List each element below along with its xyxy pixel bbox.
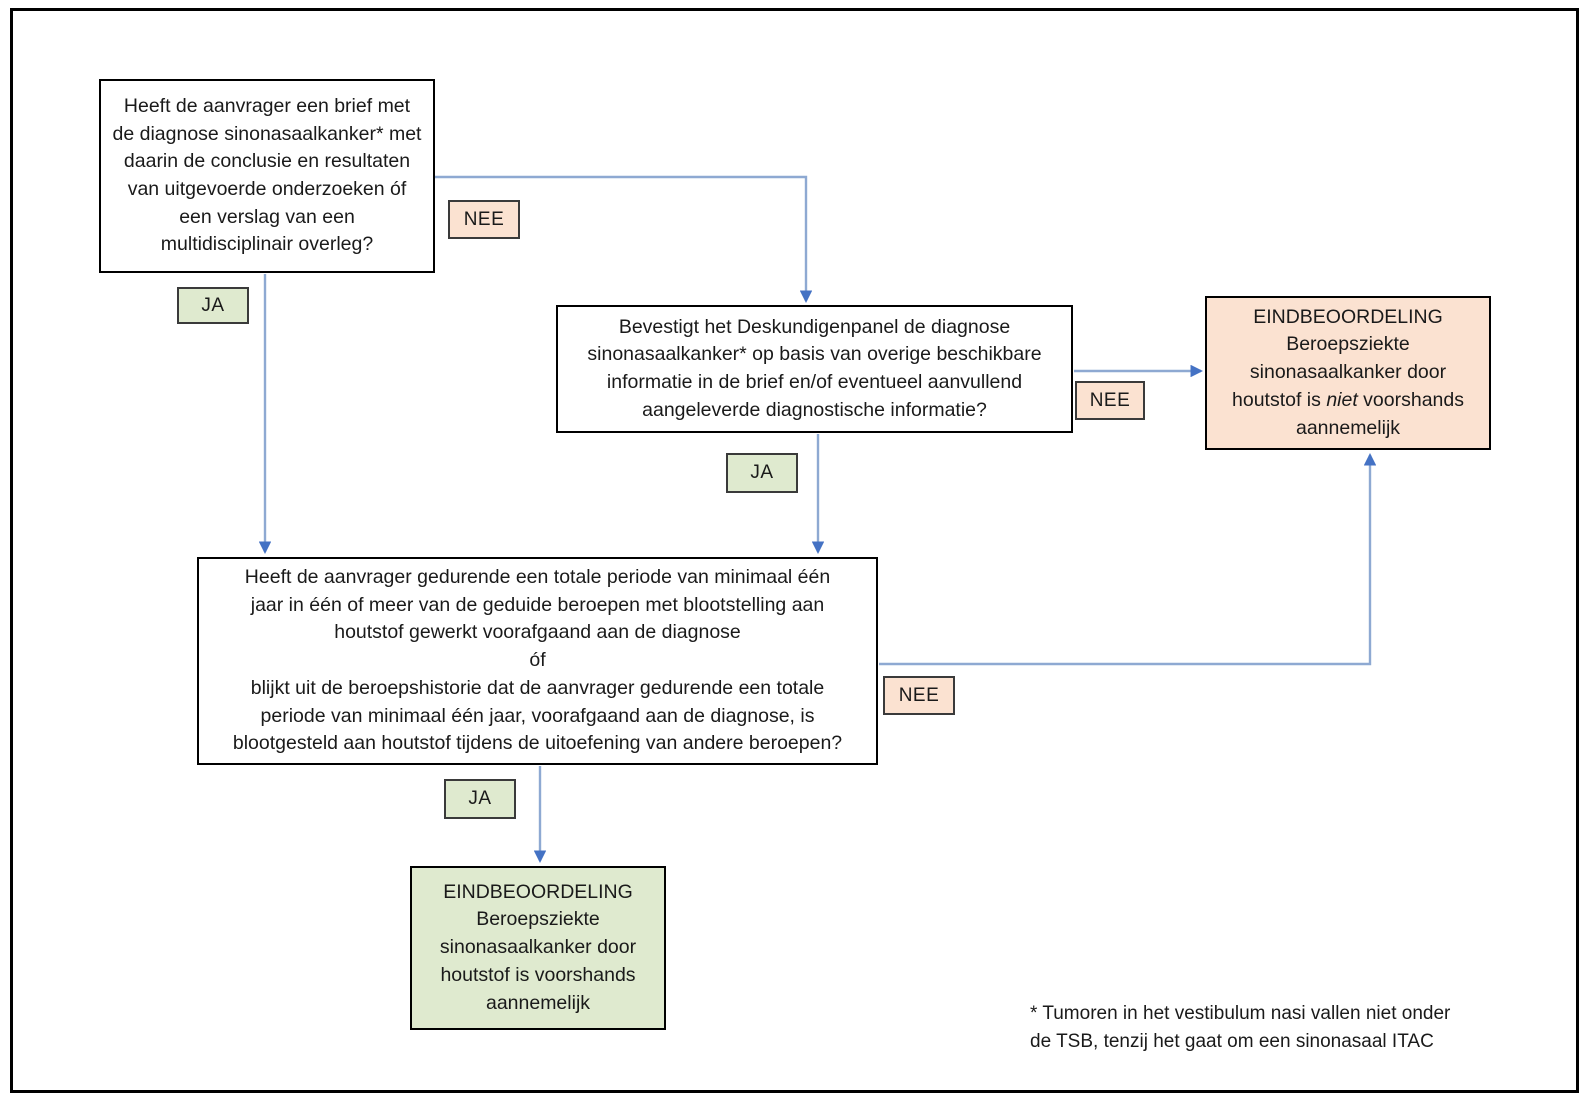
node-question-letter-diagnosis-text: Heeft de aanvrager een brief met de diag… [112, 94, 422, 256]
edge-label-q3-yes: JA [444, 779, 516, 819]
edge-label-q2-no: NEE [1075, 381, 1145, 420]
q3-line-5: blijkt uit de beroepshistorie dat de aan… [250, 676, 825, 699]
node-outcome-not-plausible[interactable]: EINDBEOORDELING Beroepsziekte sinonasaal… [1205, 296, 1491, 450]
footnote: * Tumoren in het vestibulum nasi vallen … [1030, 1000, 1500, 1055]
q3-line-1: Heeft de aanvrager gedurende een totale … [244, 566, 831, 589]
edge-label-q1-no: NEE [448, 200, 520, 239]
q3-line-7: blootgesteld aan houtstof tijdens de uit… [232, 732, 843, 755]
node-question-expert-panel-text: Bevestigt het Deskundigenpanel de diagno… [587, 315, 1042, 421]
footnote-line-1: * Tumoren in het vestibulum nasi vallen … [1030, 1003, 1451, 1024]
node-question-letter-diagnosis[interactable]: Heeft de aanvrager een brief met de diag… [99, 79, 435, 273]
node-outcome-plausible[interactable]: EINDBEOORDELING Beroepsziekte sinonasaal… [410, 866, 666, 1030]
outcome-negative-line-3: sinonasaalkanker door [1249, 361, 1447, 384]
q3-line-6: periode van minimaal één jaar, voorafgaa… [260, 704, 815, 727]
node-outcome-plausible-text: EINDBEOORDELING Beroepsziekte sinonasaal… [412, 879, 664, 1017]
edge-label-q1-yes: JA [177, 287, 249, 324]
q3-line-2: jaar in één of meer van de geduide beroe… [250, 593, 825, 616]
outcome-positive-line-5: aannemelijk [485, 991, 591, 1014]
outcome-positive-heading: EINDBEOORDELING [443, 880, 633, 903]
outcome-positive-line-3: sinonasaalkanker door [439, 936, 637, 959]
node-question-exposure-history-text: Heeft de aanvrager gedurende een totale … [199, 564, 876, 758]
outcome-negative-heading: EINDBEOORDELING [1253, 305, 1443, 328]
outcome-negative-line-4-pre: houtstof is [1232, 388, 1327, 411]
outcome-negative-line-4-post: voorshands [1357, 388, 1464, 411]
q3-line-4: óf [529, 649, 546, 672]
edge-label-q2-yes: JA [726, 453, 798, 493]
node-outcome-not-plausible-text: EINDBEOORDELING Beroepsziekte sinonasaal… [1207, 304, 1489, 442]
outcome-negative-line-2: Beroepsziekte [1286, 333, 1410, 356]
outcome-negative-emphasis-niet: niet [1326, 388, 1358, 411]
outcome-positive-line-4: houtstof is voorshands [440, 963, 636, 986]
node-question-exposure-history[interactable]: Heeft de aanvrager gedurende een totale … [197, 557, 878, 765]
outcome-negative-line-5: aannemelijk [1295, 416, 1401, 439]
footnote-line-2: de TSB, tenzij het gaat om een sinonasaa… [1030, 1030, 1434, 1052]
outcome-negative-line-4: houtstof is niet voorshands [1217, 387, 1479, 415]
edge-label-q3-no: NEE [883, 676, 955, 715]
outcome-positive-line-2: Beroepsziekte [476, 908, 600, 931]
node-question-expert-panel[interactable]: Bevestigt het Deskundigenpanel de diagno… [556, 305, 1073, 433]
q3-line-3: houtstof gewerkt voorafgaand aan de diag… [334, 621, 741, 644]
